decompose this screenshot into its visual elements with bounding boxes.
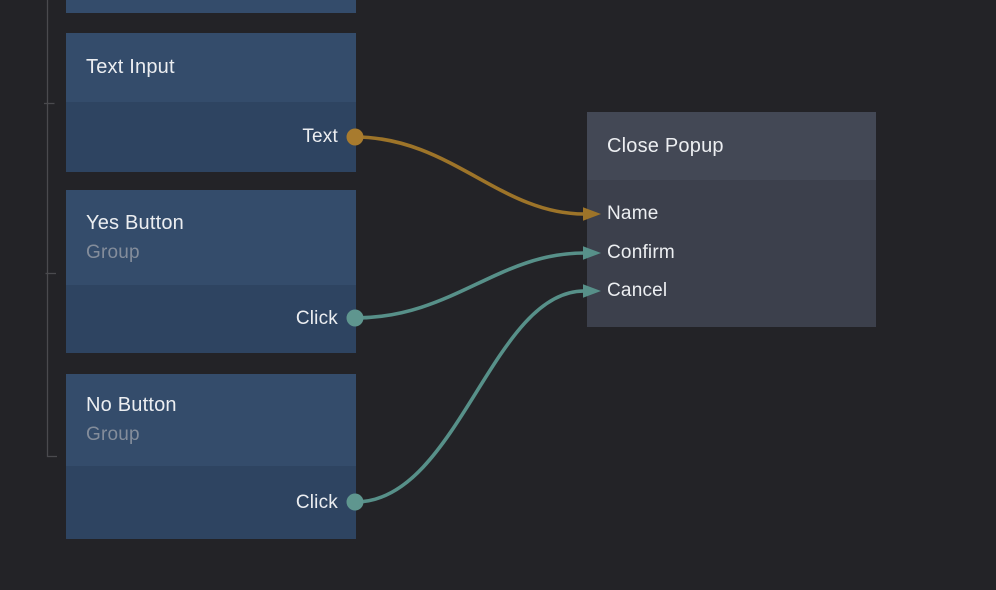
output-port-click[interactable]: Click [66, 285, 356, 353]
node-title: Yes Button [86, 211, 185, 234]
wire-text-to-name[interactable] [353, 135, 586, 216]
node-subtitle: Group [86, 241, 140, 263]
output-port-text[interactable]: Text [66, 102, 356, 172]
node-subtitle: Group [86, 424, 140, 445]
port-label: Click [295, 308, 338, 329]
node-title: Close Popup [607, 134, 724, 157]
node-title: No Button [86, 394, 177, 416]
node-yes-button[interactable]: Yes Button Group Click [66, 190, 356, 353]
output-port-click[interactable]: Click [66, 466, 356, 539]
node-no-button[interactable]: No Button Group Click [66, 374, 356, 539]
node-body: Text [66, 102, 356, 172]
tree-branch-line [46, 0, 57, 458]
port-label: Name [607, 203, 659, 225]
port-label: Confirm [607, 241, 675, 263]
node-title: Text Input [86, 56, 175, 78]
node-body: Click [66, 285, 356, 353]
node-partial-top[interactable] [66, 0, 356, 13]
port-label: Text [302, 126, 338, 147]
input-port-confirm[interactable]: Confirm [607, 234, 876, 273]
node-header: Yes Button Group [66, 190, 356, 285]
port-label: Click [295, 491, 338, 513]
node-text-input[interactable]: Text Input Text [66, 33, 356, 172]
node-body: Name Confirm Cancel [587, 180, 876, 327]
node-body: Click [66, 466, 356, 539]
node-header: Close Popup [587, 112, 876, 180]
input-port-name[interactable]: Name [607, 195, 876, 234]
node-header: No Button Group [66, 374, 356, 466]
input-port-cancel[interactable]: Cancel [607, 272, 876, 311]
node-close-popup[interactable]: Close Popup Name Confirm Cancel [587, 112, 876, 327]
wire-click-to-cancel[interactable] [353, 289, 586, 504]
node-header: Text Input [66, 33, 356, 102]
wire-click-to-confirm[interactable] [353, 251, 586, 320]
port-label: Cancel [607, 280, 668, 302]
